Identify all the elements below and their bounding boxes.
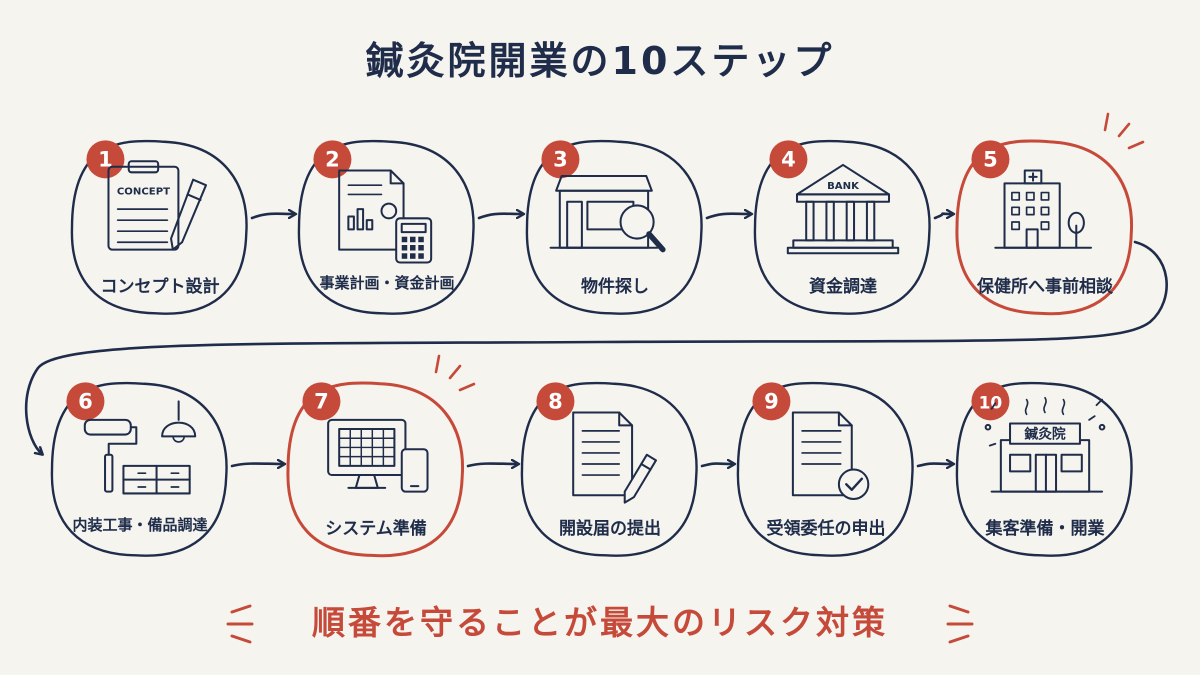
page-title: 鍼灸院開業の10ステップ bbox=[365, 39, 835, 83]
step-circle bbox=[955, 139, 1134, 316]
step-label: コンセプト設計 bbox=[100, 277, 220, 297]
step-number-badge bbox=[971, 382, 1010, 421]
arrow-9-10 bbox=[916, 464, 953, 467]
tagline: 順番を守ることが最大のリスク対策 bbox=[312, 603, 888, 642]
step-number-badge bbox=[536, 382, 575, 421]
step-number-badge bbox=[313, 140, 352, 179]
step-number: 10 bbox=[979, 393, 1003, 413]
step-number: 2 bbox=[325, 147, 340, 171]
arrow-4-5 bbox=[933, 214, 953, 220]
step-number: 1 bbox=[98, 147, 113, 171]
step-circle bbox=[736, 381, 914, 557]
step-label: 受領委任の申出 bbox=[766, 519, 886, 539]
document-pen-icon bbox=[572, 411, 658, 504]
paint-roller-lamp-icon bbox=[83, 400, 197, 495]
step-label: 保健所へ事前相談 bbox=[977, 277, 1113, 297]
arrow-6-7 bbox=[230, 464, 284, 467]
step-label: 内装工事・備品調達 bbox=[72, 516, 208, 534]
step-number-badge bbox=[769, 140, 808, 179]
step-number: 6 bbox=[78, 389, 93, 413]
step-7: 7 bbox=[286, 354, 476, 558]
step-number-badge bbox=[66, 382, 105, 421]
step-label: 集客準備・開業 bbox=[985, 519, 1105, 539]
arrow-2-3 bbox=[477, 214, 523, 220]
step-label: 事業計画・資金計画 bbox=[319, 274, 455, 292]
arrow-8-9 bbox=[700, 464, 734, 467]
document-check-icon bbox=[791, 411, 870, 500]
step-number-badge bbox=[541, 140, 580, 179]
step-circle bbox=[297, 139, 475, 315]
health-center-icon bbox=[994, 169, 1093, 249]
step-circle bbox=[525, 139, 703, 315]
storefront-magnifier-icon bbox=[549, 174, 666, 253]
document-calculator-icon bbox=[338, 169, 433, 264]
step-circle bbox=[753, 139, 931, 315]
step-9: 9 bbox=[736, 381, 914, 557]
arrow-5-6 bbox=[24, 240, 1168, 454]
step-circle bbox=[50, 381, 228, 557]
tagline-mark-right bbox=[946, 604, 974, 644]
bank-icon: BANK bbox=[786, 163, 900, 255]
emphasis-marks bbox=[1103, 112, 1145, 150]
step-3: 3 bbox=[525, 139, 703, 315]
step-number: 9 bbox=[764, 389, 779, 413]
step-2: 2 bbox=[297, 139, 475, 315]
step-label: システム準備 bbox=[325, 519, 427, 539]
clipboard-pen-icon: CONCEPT bbox=[107, 160, 208, 251]
step-label: 物件探し bbox=[581, 277, 649, 297]
step-label: 開設届の提出 bbox=[559, 519, 661, 539]
step-circle bbox=[955, 381, 1133, 557]
step-10: 10 鍼灸院 bbox=[955, 381, 1133, 557]
step-8: 8 bbox=[520, 381, 698, 557]
svg-text:CONCEPT: CONCEPT bbox=[117, 186, 170, 197]
step-number: 7 bbox=[314, 389, 329, 413]
step-number: 8 bbox=[548, 389, 563, 413]
step-number: 5 bbox=[983, 147, 998, 171]
emphasis-marks bbox=[434, 354, 476, 392]
step-circle bbox=[70, 139, 248, 315]
clinic-opening-icon: 鍼灸院 bbox=[984, 396, 1106, 493]
step-6: 6 bbox=[50, 381, 228, 557]
step-5: 5 bbox=[955, 112, 1145, 316]
step-number-badge bbox=[971, 140, 1010, 179]
arrow-7-8 bbox=[466, 464, 518, 467]
tagline-mark-left bbox=[226, 604, 254, 644]
step-number-badge bbox=[302, 382, 341, 421]
monitor-phone-icon bbox=[327, 418, 429, 493]
arrow-1-2 bbox=[250, 214, 295, 220]
arrow-3-4 bbox=[705, 214, 751, 220]
step-number: 3 bbox=[553, 147, 568, 171]
step-number: 4 bbox=[781, 147, 796, 171]
step-label: 資金調達 bbox=[809, 277, 877, 297]
step-circle bbox=[520, 381, 698, 557]
svg-text:鍼灸院: 鍼灸院 bbox=[1024, 425, 1066, 442]
step-number-badge bbox=[752, 382, 791, 421]
svg-text:BANK: BANK bbox=[827, 181, 860, 192]
step-circle bbox=[286, 381, 465, 558]
step-number-badge bbox=[86, 140, 125, 179]
